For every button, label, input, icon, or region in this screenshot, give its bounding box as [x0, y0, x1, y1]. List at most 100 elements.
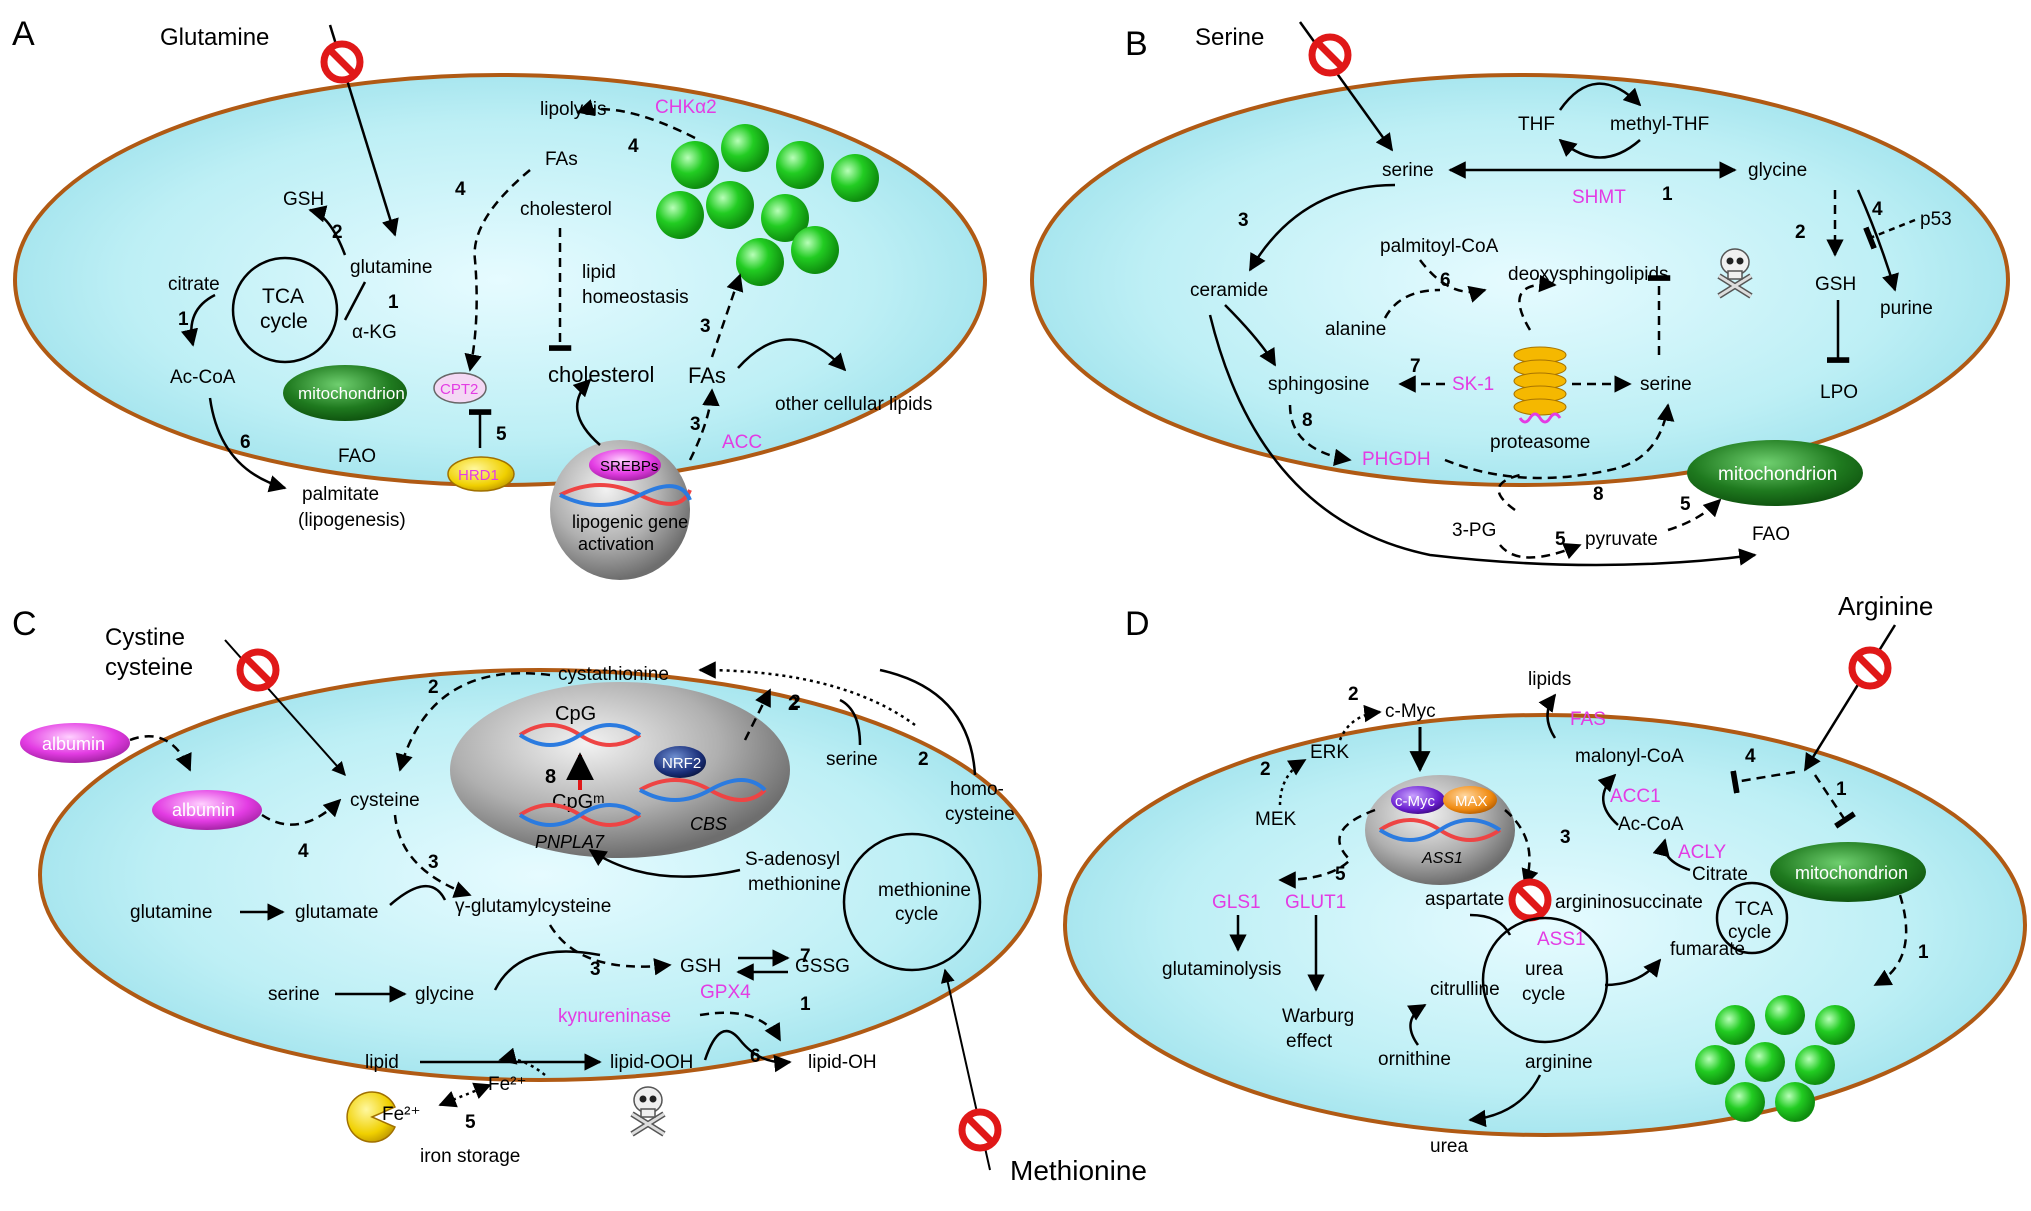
no-entry-icon — [1512, 882, 1548, 918]
node-label: ERK — [1310, 742, 1349, 763]
enzyme-label: CHKα2 — [655, 97, 717, 118]
node-label: lipogenic gene — [572, 512, 688, 532]
node-label: glutamine — [130, 902, 212, 923]
node-label: lipid — [365, 1052, 399, 1073]
node-label: lipolysis — [540, 99, 607, 120]
node-label: CpGᵐ — [552, 791, 605, 813]
nucleus: CpG 8 CpGᵐ PNPLA7 NRF2 CBS — [450, 682, 790, 858]
node-label: GPX4 — [700, 982, 751, 1003]
node-label: 2 — [918, 749, 929, 770]
node-label: GLS1 — [1212, 892, 1261, 913]
node-label: serine — [1382, 160, 1434, 181]
node-label: malonyl-CoA — [1575, 746, 1684, 767]
node-label: ACC1 — [1610, 786, 1661, 807]
mitochondrion — [1770, 842, 1926, 902]
node-label: SREBPs — [600, 458, 658, 475]
node-label: SK-1 — [1452, 374, 1494, 395]
node-label: 6 — [240, 432, 251, 453]
node-label: 2 — [788, 694, 799, 715]
node-label: albumin — [172, 800, 235, 820]
proteasome-icon — [1513, 346, 1567, 424]
panel-letter: C — [12, 605, 37, 643]
node-label: FAO — [1752, 524, 1790, 545]
node-label: other cellular lipids — [775, 394, 932, 415]
node-label: 2 — [428, 677, 439, 698]
node-label: lipid-OOH — [610, 1052, 693, 1073]
node-label: 3 — [690, 414, 701, 435]
node-label: 5 — [1555, 529, 1566, 550]
node-label: glutamate — [295, 902, 378, 923]
node-label: PHGDH — [1362, 449, 1431, 470]
panel-c: C Cystine cysteine Methionine albumin al… — [12, 605, 1147, 1186]
node-label: Fe²⁺ — [382, 1104, 421, 1125]
mitochondrion — [283, 365, 407, 421]
node-label: albumin — [42, 734, 105, 754]
node-label: argininosuccinate — [1555, 892, 1703, 913]
node-label: 8 — [545, 766, 556, 788]
node-label: 1 — [1918, 942, 1929, 963]
node-label: methionine — [748, 874, 841, 895]
no-entry-icon — [324, 44, 360, 80]
cell-membrane — [38, 668, 1042, 1082]
node-label: HRD1 — [458, 467, 499, 484]
nutrient-label: Serine — [1195, 24, 1264, 51]
node-label: c-Myc — [1385, 701, 1436, 722]
node-label: glutamine — [350, 257, 432, 278]
node-label: 1 — [178, 309, 189, 330]
node-label: cystathionine — [558, 664, 669, 685]
node-label: citrulline — [1430, 979, 1500, 1000]
node-label: mitochondrion — [1795, 863, 1908, 883]
node-label: Fe²⁺ — [488, 1074, 527, 1095]
panel-letter: A — [12, 15, 35, 53]
node-label: 2 — [1795, 222, 1806, 243]
node-label: ASS1 — [1537, 929, 1586, 950]
node-label: 1 — [1662, 184, 1673, 205]
node-label: methionine — [878, 880, 971, 901]
no-entry-icon — [240, 652, 276, 688]
no-entry-icon — [1312, 37, 1348, 73]
node-label: PNPLA7 — [535, 832, 605, 852]
node-label: 5 — [465, 1112, 476, 1133]
node-label: CpG — [555, 703, 596, 725]
nutrient-label: Glutamine — [160, 24, 269, 51]
node-label: Warburg — [1282, 1006, 1354, 1027]
nutrient-label: Arginine — [1838, 591, 1933, 621]
node-label: 3 — [590, 959, 601, 980]
node-label: homo- — [950, 779, 1004, 800]
node-label: ASS1 — [1421, 850, 1463, 867]
node-label: 8 — [1593, 484, 1604, 505]
node-label: palmitoyl-CoA — [1380, 236, 1499, 257]
node-label: proteasome — [1490, 432, 1590, 453]
nucleus: SREBPs lipogenic gene activation — [550, 440, 692, 580]
node-label: 7 — [800, 946, 811, 967]
node-label: 5 — [1335, 864, 1346, 885]
node-label: 4 — [1872, 199, 1883, 220]
node-label: cycle — [260, 310, 308, 333]
node-label: sphingosine — [1268, 374, 1369, 395]
no-entry-icon — [1852, 650, 1888, 686]
node-label: LPO — [1820, 382, 1858, 403]
node-label: citrate — [168, 274, 220, 295]
node-label: TCA — [1735, 899, 1773, 920]
node-label: (lipogenesis) — [298, 510, 406, 531]
lipid-droplets — [656, 124, 879, 286]
node-label: lipid — [582, 262, 616, 283]
node-label: methyl-THF — [1610, 114, 1709, 135]
node-label: cholesterol — [520, 199, 612, 220]
node-label: 4 — [628, 136, 639, 157]
node-label: serine — [1640, 374, 1692, 395]
node-label: MAX — [1455, 793, 1488, 810]
node-label: ceramide — [1190, 280, 1268, 301]
panel-letter: D — [1125, 605, 1150, 643]
node-label: FAO — [338, 446, 376, 467]
node-label: 3-PG — [1452, 520, 1496, 541]
node-label: effect — [1286, 1031, 1333, 1052]
node-label: Citrate — [1692, 864, 1748, 885]
node-label: iron storage — [420, 1146, 520, 1167]
panel-a: A Glutamine lipolysis CHKα2 4 FAs choles… — [12, 15, 987, 580]
node-label: serine — [826, 749, 878, 770]
node-label: 2 — [790, 692, 801, 713]
no-entry-icon — [962, 1112, 998, 1148]
node-label: palmitate — [302, 484, 379, 505]
